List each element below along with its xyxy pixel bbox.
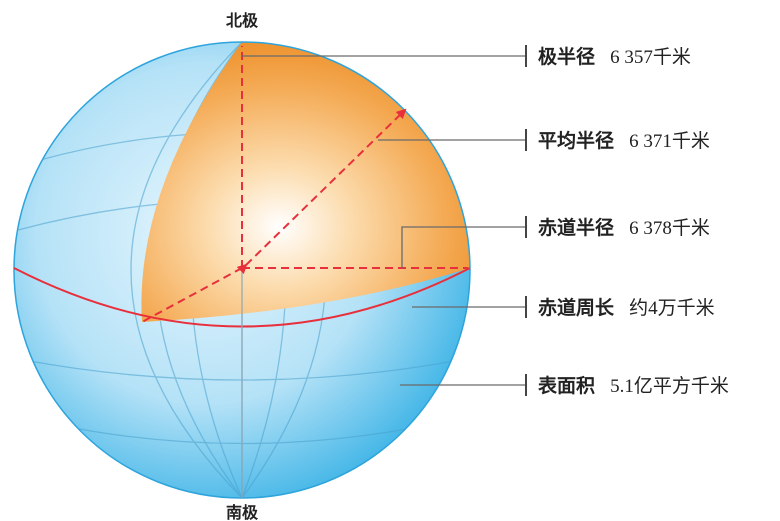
callout-mean-radius: 平均半径 6 371千米	[538, 129, 710, 152]
callout-term: 极半径	[538, 45, 595, 68]
radius-lines	[141, 46, 468, 498]
callout-value: 5.1亿平方千米	[610, 375, 729, 397]
callout-term: 赤道半径	[538, 216, 614, 239]
leader-lines	[242, 55, 526, 386]
callout-value: 6 371千米	[629, 130, 710, 152]
callout-equator-circumference: 赤道周长 约4万千米	[538, 296, 715, 319]
callout-equatorial-radius: 赤道半径 6 378千米	[538, 216, 710, 239]
mean-radius-arrow	[236, 108, 407, 275]
callout-term: 表面积	[538, 374, 595, 397]
north-pole-label: 北极	[226, 11, 259, 30]
south-pole-label: 南极	[226, 503, 259, 521]
leader-equatorial-radius	[401, 226, 526, 268]
meridian-line	[130, 42, 243, 498]
callout-value: 约4万千米	[629, 297, 715, 319]
callout-surface-area: 表面积 5.1亿平方千米	[538, 374, 729, 397]
callout-value: 6 357千米	[610, 46, 691, 68]
slanted-radius-line	[141, 267, 243, 323]
callout-term: 平均半径	[538, 129, 614, 152]
callout-labels: 极半径 6 357千米 平均半径 6 371千米 赤道半径 6 378千米 赤道…	[538, 45, 729, 397]
callout-term: 赤道周长	[538, 296, 615, 319]
callout-polar-radius: 极半径 6 357千米	[538, 45, 691, 68]
callout-value: 6 378千米	[629, 217, 710, 239]
